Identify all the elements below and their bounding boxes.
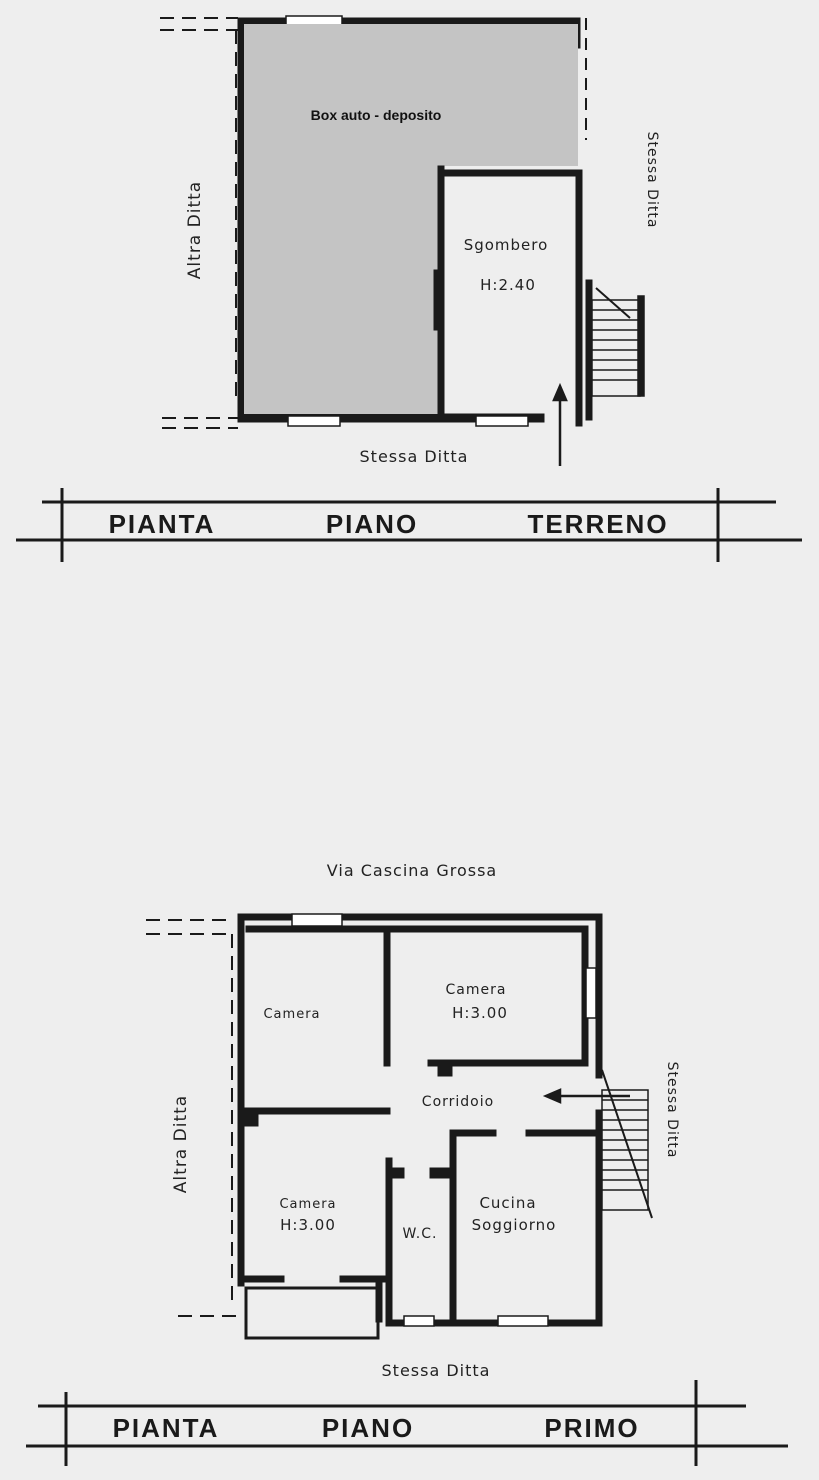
ff-window-wc [403,1315,435,1327]
ff-window-right [585,967,597,1019]
ff-wall-wc-right [449,1129,457,1321]
title-first-word-2: PIANO [322,1413,414,1443]
ff-window-kitchen [497,1315,549,1327]
staircase-ground [591,287,645,397]
ground-floor-plan [160,15,593,429]
stair-outline [591,299,641,397]
ff-balcony-edge [375,1281,383,1323]
ff-neighbor-left-label: Altra Ditta [171,1095,191,1193]
staircase-first [601,1069,653,1219]
ff-balcony-wall-right [339,1275,391,1283]
window-bottom-left [287,415,341,427]
title-first-word-1: PIANTA [113,1413,220,1443]
ff-wall-right-lower [595,1109,603,1327]
room-bottom-left-label: Camera [279,1197,336,1212]
box-auto-area [244,24,578,414]
ff-pillar-wc-right [429,1167,451,1179]
ff-pillar-corridor [437,1063,453,1077]
wall-stair-side [585,279,593,421]
ff-wall-wc-left [385,1157,393,1327]
ff-wall-top-inner [245,925,587,933]
wc-label: W.C. [403,1226,438,1242]
window-bottom-right [475,415,529,427]
ff-neighbor-right-label: Stessa Ditta [664,1062,680,1159]
title-block-ground [16,488,802,562]
ff-wall-kitchen-top-right [525,1129,599,1137]
entrance-arrow-ground [552,382,568,466]
ff-wall-corridor-left [243,1107,391,1115]
neighbor-bottom-label-ground: Stessa Ditta [360,447,469,466]
storage-label: Sgombero [464,236,549,254]
ff-window-top [291,913,343,927]
room-top-right-label: Camera [446,982,507,998]
ff-wall-left [237,913,245,1287]
ff-pillar-wc-left [391,1167,405,1179]
box-auto-label: Box auto - deposito [311,107,442,123]
room-top-right-height: H:3.00 [452,1004,508,1022]
neighbor-right-label-ground: Stessa Ditta [644,132,660,229]
storage-door-jamb [433,269,443,331]
storage-wall-top [437,169,583,177]
storage-height-label: H:2.40 [480,276,536,294]
ff-wall-kitchen-top-left [449,1129,497,1137]
ff-wall-between-bedrooms [383,925,391,1067]
first-floor-plan [146,913,603,1340]
ff-pillar-left [243,1107,259,1127]
room-top-left-label: Camera [263,1007,320,1022]
corridor-label: Corridoio [422,1094,494,1110]
stair-railing [637,295,645,397]
living-room-label: Soggiorno [472,1216,557,1234]
wall-right-lower [575,169,583,427]
kitchen-label: Cucina [479,1194,536,1212]
title-first-word-3: PRIMO [544,1413,639,1443]
street-label: Via Cascina Grossa [327,861,497,880]
entrance-arrow-first [542,1088,630,1104]
title-ground-word-3: TERRENO [527,509,668,539]
storage-room [433,165,583,417]
wall-left [237,17,245,423]
ff-wall-right-upper [595,913,603,1079]
title-ground-word-1: PIANTA [109,509,216,539]
ff-balcony-wall-left [243,1275,285,1283]
ff-neighbor-bottom-label: Stessa Ditta [382,1361,491,1380]
ff-wall-corridor-top [427,1059,589,1067]
title-block-first [26,1380,788,1466]
room-bottom-left-height: H:3.00 [280,1216,336,1234]
neighbor-left-label-ground: Altra Ditta [185,181,205,279]
ff-balcony [244,1286,380,1340]
title-ground-word-2: PIANO [326,509,418,539]
